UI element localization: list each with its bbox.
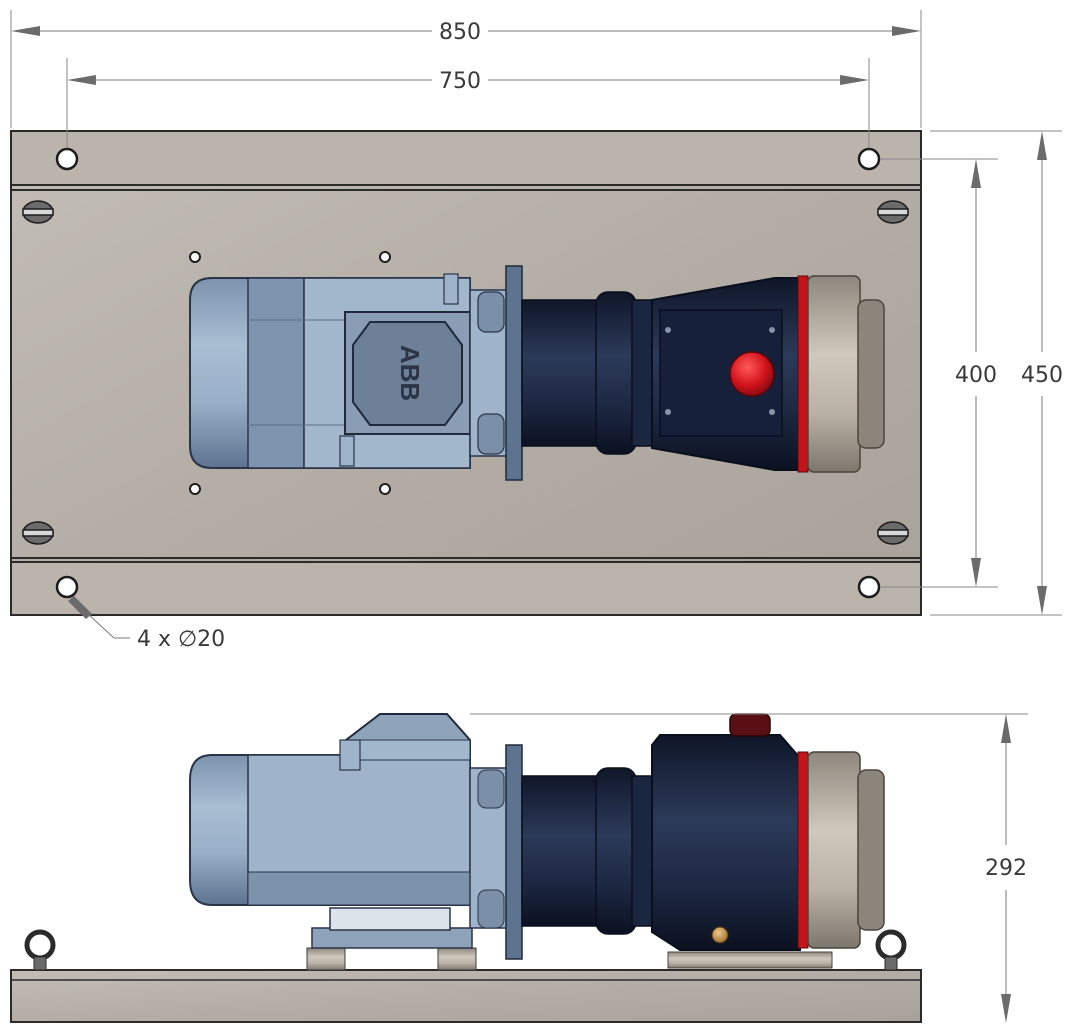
hole-callout: 4 x ∅20: [68, 596, 225, 652]
dimension-292: 292: [470, 713, 1028, 1023]
dim-label-400: 400: [955, 363, 997, 388]
dimension-400: 400: [880, 158, 998, 588]
dimension-850: 850: [10, 10, 922, 128]
dimension-750: 750: [66, 58, 870, 148]
coupling-top: [521, 291, 659, 455]
dim-label-450: 450: [1021, 363, 1063, 388]
lifting-eye-icon: [22, 200, 909, 545]
bottom-rail: [10, 561, 922, 616]
top-view: ABB: [10, 130, 922, 616]
hole-callout-label: 4 x ∅20: [137, 627, 225, 652]
dim-label-750: 750: [439, 69, 481, 94]
red-cap-icon: [729, 351, 775, 397]
dimension-450: 450: [930, 130, 1063, 616]
top-rail: [10, 130, 922, 186]
bolt-hole-icon: [189, 251, 391, 495]
motor-top: ABB: [189, 265, 523, 481]
dim-label-850: 850: [439, 20, 481, 45]
side-view: [10, 713, 922, 1023]
pump-top: [651, 275, 885, 473]
motor-brand-label: ABB: [395, 345, 425, 401]
dim-label-292: 292: [985, 856, 1027, 881]
side-base-rail: [10, 969, 922, 1023]
drain-plug-icon: [711, 926, 729, 944]
mounting-hole-icon: [55, 147, 881, 599]
